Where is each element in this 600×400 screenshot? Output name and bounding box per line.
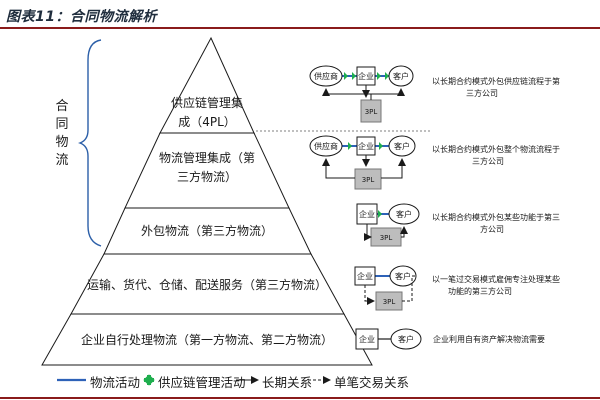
row3-3pl-label: 3PL [380, 234, 393, 242]
row3-desc-line1: 以长期合约模式外包某些功能于第三 [432, 212, 560, 222]
header: 图表11：合同物流解析 [0, 0, 600, 29]
pyramid-level-2-line1: 物流管理集成（第 [159, 150, 255, 165]
row2-enterprise-label: 企业 [358, 141, 374, 151]
row2-3pl-label: 3PL [362, 176, 375, 184]
row1-customer-label: 客户 [393, 71, 409, 81]
legend-long-term: 长期关系 [262, 375, 313, 390]
pyramid-level-1-line1: 供应链管理集 [171, 95, 243, 110]
row5-flow [355, 328, 422, 350]
row1-supplier-node [309, 65, 343, 87]
pyramid-level-3-label: 外包物流（第三方物流） [141, 223, 273, 238]
header-rule [0, 27, 600, 29]
side-label-char: 物 [55, 135, 68, 150]
pyramid-level-1-line2: 成（4PL） [178, 115, 236, 129]
row3-enterprise-label: 企业 [359, 209, 375, 219]
row4-customer-label: 客户 [395, 271, 411, 281]
row2-customer-label: 客户 [394, 141, 410, 151]
row4-3pl-label: 3PL [383, 298, 396, 306]
row4-customer-node [389, 265, 417, 287]
side-label-char: 流 [55, 153, 68, 168]
row3-customer-label: 客户 [396, 209, 412, 219]
legend-single-trade: 单笔交易关系 [334, 375, 410, 390]
side-label-char: 合 [55, 99, 68, 114]
side-label-char: 同 [55, 117, 68, 132]
row5-enterprise-label: 企业 [359, 334, 375, 344]
row2-3pl-box [354, 168, 382, 190]
row1-desc-line2: 三方公司 [466, 88, 498, 98]
pyramid-level-5 [41, 313, 373, 366]
row2-supplier-label: 供应商 [314, 141, 338, 151]
legend-logistics-activity: 物流活动 [90, 375, 141, 390]
row5-customer-node [390, 328, 422, 350]
row3-customer-node [388, 203, 420, 225]
row4-enterprise-label: 企业 [357, 271, 373, 281]
pyramid-level-5-label: 企业自行处理物流（第一方物流、第二方物流） [81, 332, 333, 347]
row4-flow [354, 265, 417, 311]
row2-supplier-node [309, 135, 343, 157]
row5-customer-label: 客户 [398, 334, 414, 344]
left-brace [78, 39, 102, 247]
row1-customer-node [388, 65, 414, 87]
figure-title: 图表11：合同物流解析 [6, 9, 157, 25]
row1-supplier-label: 供应商 [314, 71, 338, 81]
legend-symbols [57, 374, 331, 386]
legend: 物流活动 供应链管理活动 长期关系 单笔交易关系 [86, 370, 506, 392]
row4-desc-line2: 功能的第三方公司 [448, 286, 512, 296]
row1-desc-line1: 以长期合约模式外包供应链流程于第 [432, 76, 560, 86]
row1-3pl-label: 3PL [365, 108, 378, 116]
legend-scm-marker [143, 374, 155, 386]
row1-flow [309, 65, 414, 123]
pyramid-level-2-line2: 三方物流） [177, 169, 237, 184]
legend-scm-activity: 供应链管理活动 [158, 375, 246, 390]
row2-flow [309, 135, 416, 190]
footer-rule [0, 397, 600, 399]
row3-desc-line2: 方公司 [480, 224, 504, 234]
row2-desc-line1: 以长期合约模式外包整个物流流程于 [432, 144, 560, 154]
row1-enterprise-label: 企业 [358, 71, 374, 81]
pyramid-level-4-label: 运输、货代、仓储、配送服务（第三方物流） [87, 277, 327, 292]
row2-desc-line2: 三方公司 [472, 156, 504, 166]
row2-customer-node [388, 135, 416, 157]
row3-flow [356, 203, 420, 247]
row4-desc-line1: 以一笔过交易模式雇佣专注处理某些 [432, 274, 560, 284]
row5-desc: 企业利用自有资产解决物流需要 [433, 334, 545, 344]
row5-enterprise-node [355, 328, 379, 350]
side-label: 合 同 物 流 [55, 99, 68, 168]
